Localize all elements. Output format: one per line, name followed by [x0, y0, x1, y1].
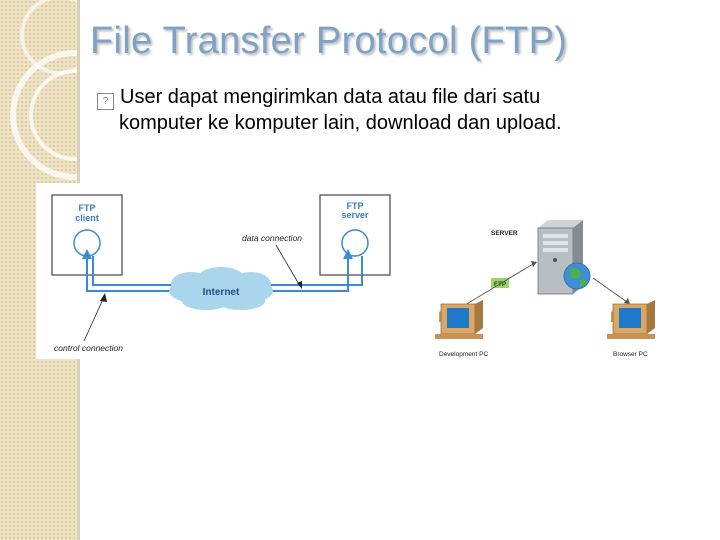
server-to-browser-arrow — [592, 277, 628, 303]
dev-to-server-arrow-head — [531, 261, 537, 267]
slide-title: File Transfer Protocol (FTP) — [90, 20, 568, 62]
control-connection-label: control connection — [54, 343, 123, 353]
client-arrow-head — [82, 249, 92, 259]
ftp-client-label-2: client — [75, 213, 99, 223]
control-connection-pointer-head — [100, 293, 107, 302]
development-pc-icon — [435, 300, 483, 339]
ftp-server-label-2: server — [341, 210, 369, 220]
server-tower-icon — [537, 220, 583, 295]
bullet-point: ? User dapat mengirimkan data atau file d… — [97, 84, 657, 136]
control-connection-pointer — [83, 296, 105, 342]
bullet-icon: ? — [97, 93, 114, 110]
server-to-browser-arrow-head — [624, 298, 630, 304]
ftp-server-process — [341, 229, 369, 257]
ftp-tag — [491, 278, 509, 288]
data-connection-label: data connection — [242, 233, 302, 243]
bullet-text-line-2: komputer ke komputer lain, download dan … — [119, 112, 562, 134]
dev-pc-label: Development PC — [439, 351, 488, 358]
internet-cloud — [169, 267, 273, 310]
data-connection-pointer — [275, 244, 301, 287]
decorative-circles — [10, 0, 80, 180]
browser-pc-icon — [607, 300, 655, 339]
ftp-connection-diagram: FTP client FTP server Internet data conn… — [36, 183, 408, 359]
bullet-text-line-1: User dapat mengirimkan data atau file da… — [120, 86, 541, 108]
data-connection-pointer-head — [297, 281, 302, 289]
dev-to-server-arrow — [464, 263, 534, 306]
internet-label: Internet — [203, 287, 240, 298]
globe-icon — [563, 262, 591, 290]
ftp-tag-label: FTP — [494, 281, 507, 288]
server-arrow-head — [343, 249, 353, 259]
ftp-network-illustration: SERVER FTP Development PC Browser PC — [435, 220, 655, 358]
ftp-client-label-1: FTP — [79, 203, 96, 213]
browser-pc-label: Browser PC — [613, 351, 648, 358]
server-label: SERVER — [491, 230, 518, 237]
ftp-server-label-1: FTP — [347, 201, 364, 211]
